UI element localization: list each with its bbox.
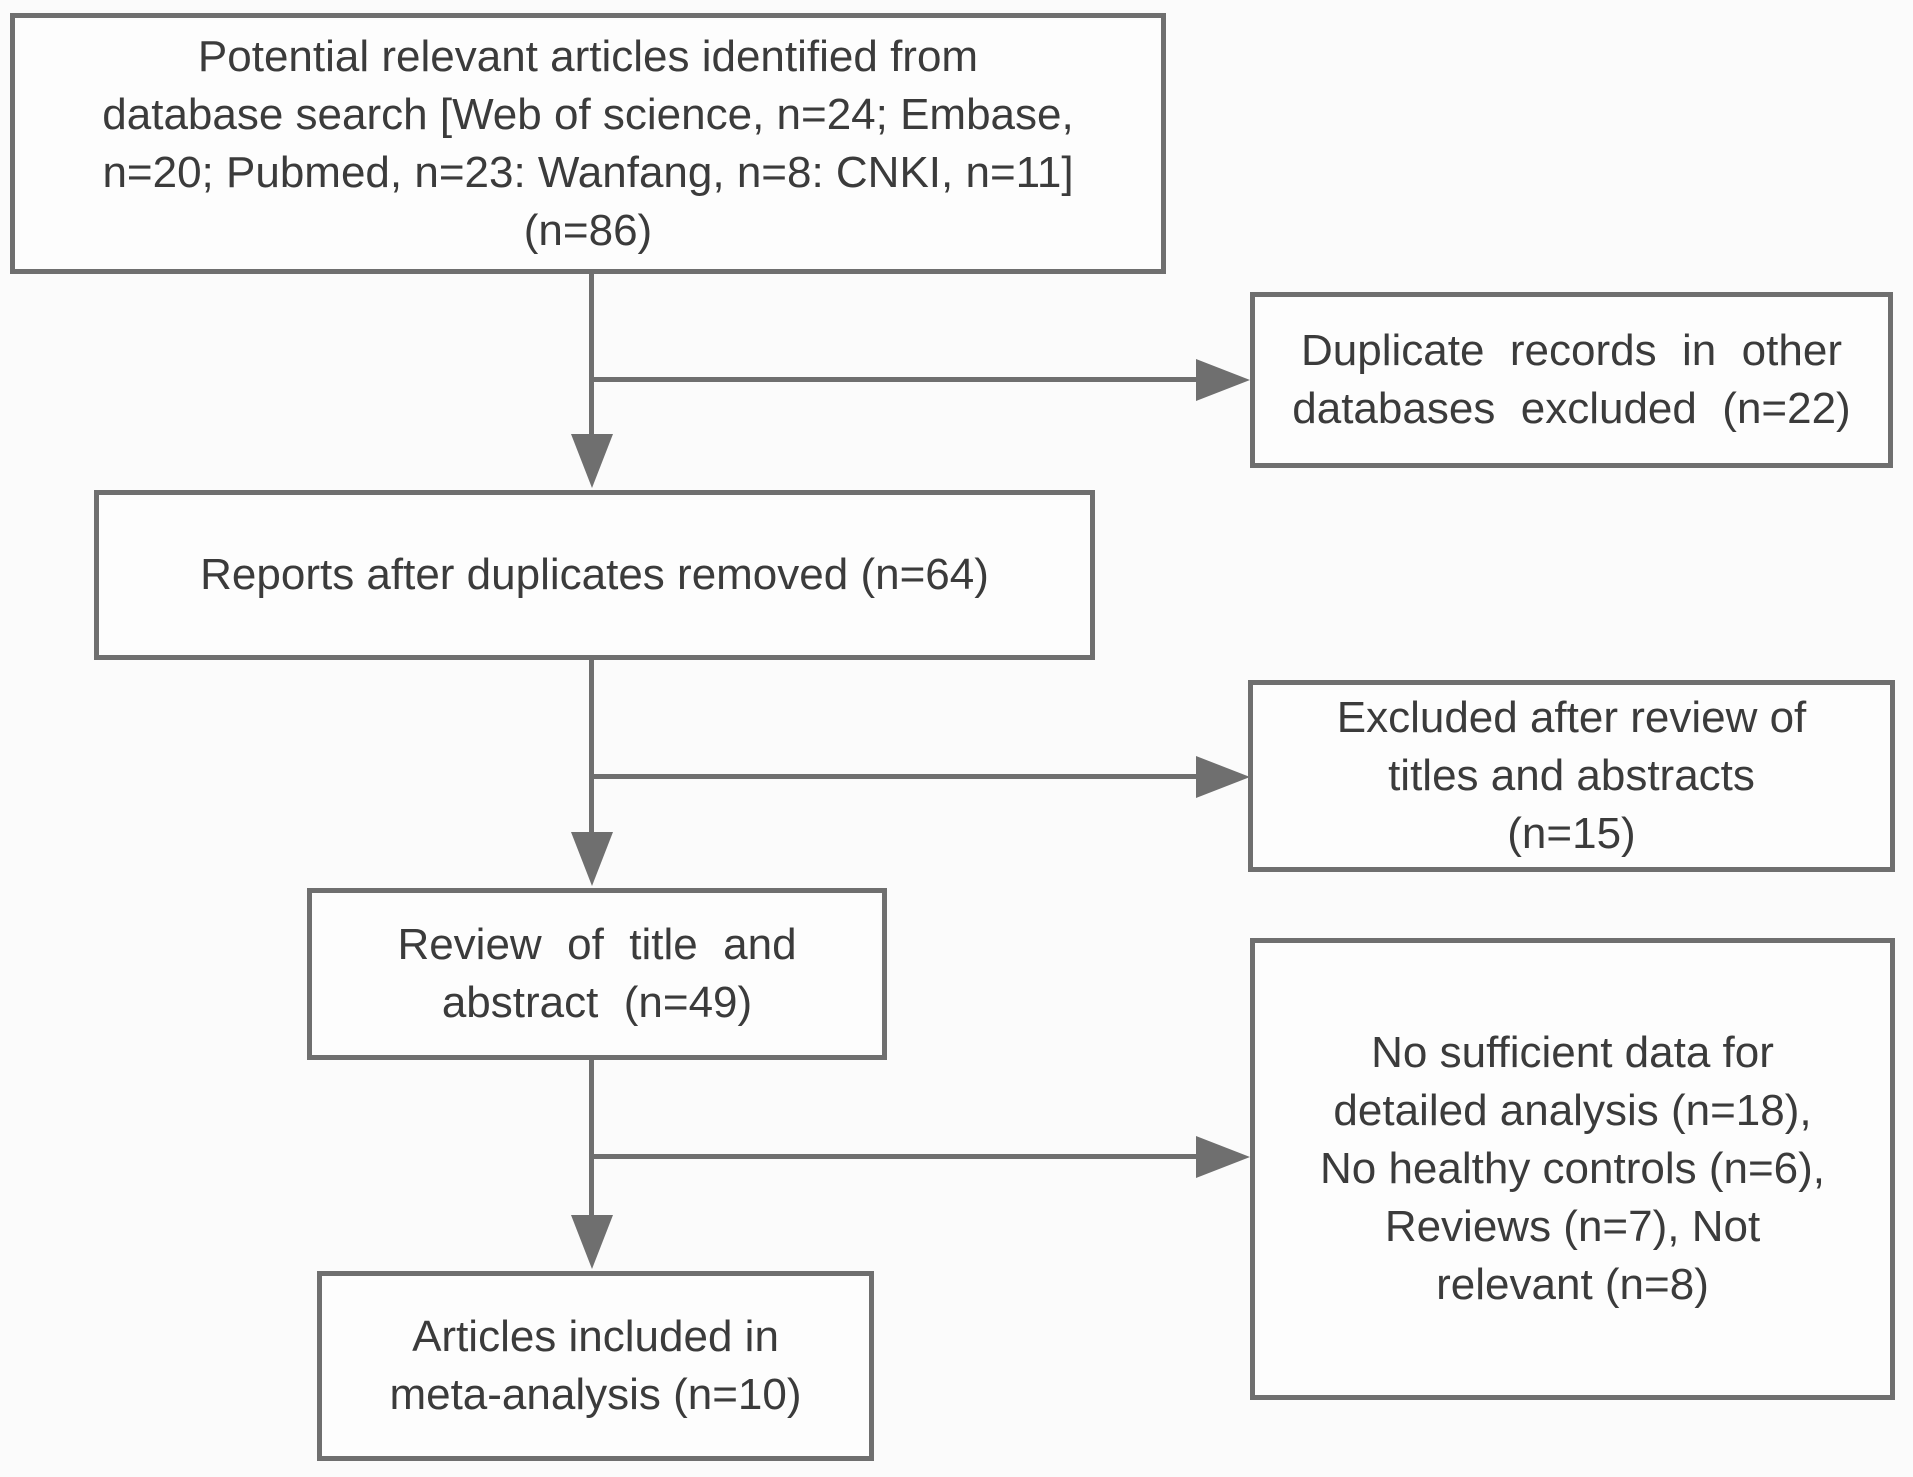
arrowhead-down-icon [571, 832, 613, 886]
arrowhead-down-icon [571, 434, 613, 488]
connector-branch-to-excluded-titles [589, 774, 1199, 779]
arrowhead-right-icon [1196, 359, 1250, 401]
box-exclusion-reasons-line: relevant (n=8) [1436, 1260, 1709, 1309]
box-excluded-titles-abstracts: Excluded after review of titles and abst… [1248, 680, 1895, 872]
box-after-duplicates-line: Reports after duplicates removed (n=64) [200, 550, 989, 599]
box-review-title-abstract-line: abstract (n=49) [441, 978, 753, 1027]
box-exclusion-reasons-line: No sufficient data for [1371, 1028, 1774, 1077]
box-exclusion-reasons-line: detailed analysis (n=18), [1333, 1086, 1812, 1135]
arrowhead-down-icon [571, 1215, 613, 1269]
box-identification-line: Potential relevant articles identified f… [197, 31, 979, 81]
box-exclusion-reasons-line: No healthy controls (n=6), [1319, 1144, 1826, 1193]
connector-branch-to-exclusion-reasons [589, 1154, 1199, 1159]
box-after-duplicates: Reports after duplicates removed (n=64) [94, 490, 1095, 660]
box-excluded-titles-abstracts-line: Excluded after review of [1336, 693, 1807, 742]
box-exclusion-reasons-line: Reviews (n=7), Not [1384, 1202, 1761, 1251]
box-exclusion-reasons: No sufficient data for detailed analysis… [1250, 938, 1895, 1400]
box-included-line: meta-analysis (n=10) [389, 1370, 802, 1419]
box-identification-line: database search [Web of science, n=24; E… [102, 89, 1074, 139]
box-excluded-titles-abstracts-line: (n=15) [1507, 809, 1636, 858]
box-included-line: Articles included in [412, 1312, 779, 1361]
box-review-title-abstract: Review of title and abstract (n=49) [307, 888, 887, 1060]
box-review-title-abstract-line: Review of title and [397, 920, 797, 969]
box-identification-line: (n=86) [523, 205, 653, 255]
box-duplicates-excluded-line: Duplicate records in other [1301, 326, 1842, 375]
box-identification-line: n=20; Pubmed, n=23: Wanfang, n=8: CNKI, … [102, 147, 1074, 197]
box-duplicates-excluded: Duplicate records in other databases exc… [1250, 292, 1893, 468]
connector-review-to-included [589, 1058, 594, 1218]
box-included: Articles included in meta-analysis (n=10… [317, 1271, 874, 1461]
arrowhead-right-icon [1196, 1136, 1250, 1178]
connector-branch-to-duplicates-excluded [589, 377, 1199, 382]
box-duplicates-excluded-line: databases excluded (n=22) [1292, 384, 1851, 433]
arrowhead-right-icon [1196, 756, 1250, 798]
box-excluded-titles-abstracts-line: titles and abstracts [1388, 751, 1755, 800]
box-identification: Potential relevant articles identified f… [10, 13, 1166, 274]
connector-identification-to-after-duplicates [589, 272, 594, 437]
connector-after-duplicates-to-review [589, 658, 594, 834]
